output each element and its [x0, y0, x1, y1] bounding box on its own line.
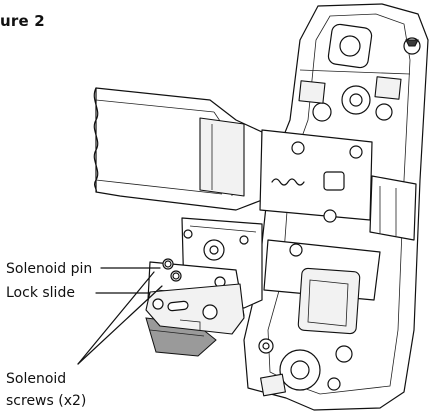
label-solenoid-screws: Solenoid screws (x2) — [6, 368, 86, 412]
mounting-plate — [243, 3, 429, 411]
solenoid-screw-2 — [172, 272, 180, 280]
leader-screw-2 — [77, 285, 163, 365]
lever-arm — [93, 87, 263, 211]
label-solenoid-screws-line1: Solenoid — [6, 371, 67, 387]
leader-screw-1 — [77, 271, 155, 365]
figure-title: ure 2 — [0, 12, 45, 30]
lock-slide — [145, 283, 245, 335]
solenoid-bracket — [145, 217, 263, 357]
label-lock-slide: Lock slide — [6, 285, 75, 301]
solenoid-screw-1 — [164, 260, 172, 268]
label-solenoid-screws-line2: screws (x2) — [6, 393, 87, 409]
label-solenoid-pin: Solenoid pin — [6, 261, 93, 277]
